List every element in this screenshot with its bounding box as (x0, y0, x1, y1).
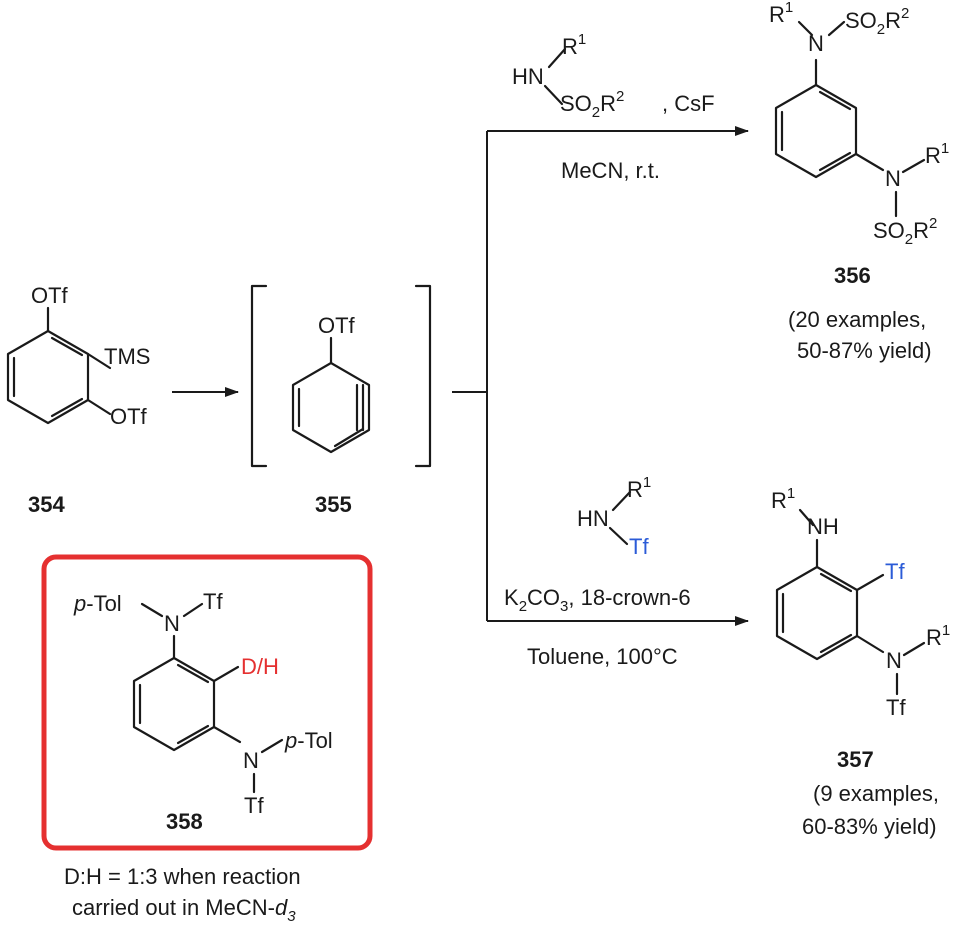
svg-text:Tf: Tf (886, 695, 906, 720)
otf-top-label: OTf (31, 283, 69, 308)
compound-355: OTf 355 (250, 284, 432, 517)
tms-label: TMS (104, 344, 150, 369)
yield-357: 60-83% yield) (802, 814, 937, 839)
compound-number-358: 358 (166, 809, 203, 834)
bracket-left (250, 284, 268, 468)
svg-text:N: N (885, 166, 901, 191)
dh-ratio-note: D:H = 1:3 when reaction (64, 864, 301, 889)
svg-text:N: N (243, 748, 259, 773)
ring-357 (775, 565, 859, 661)
p-tol-top: p-Tol (73, 591, 122, 616)
dh-label: D/H (241, 654, 279, 679)
svg-text:R1: R1 (771, 485, 795, 513)
highlight-box (41, 554, 373, 851)
otf-label: OTf (318, 313, 356, 338)
compound-358-box: N p-Tol Tf D/H N p-Tol Tf 358 (41, 554, 373, 851)
otf-bottom-label: OTf (110, 404, 148, 429)
bracket-right (414, 284, 432, 468)
svg-text:R1: R1 (926, 622, 950, 650)
ring-354 (6, 329, 90, 425)
ring-356 (774, 83, 858, 179)
svg-text:N: N (808, 31, 824, 56)
examples-357: (9 examples, (813, 781, 939, 806)
reagent-sulfonamide: HN R1 SO2R2 , CsF (512, 31, 715, 121)
ring-358 (132, 656, 216, 752)
svg-text:HN: HN (512, 64, 544, 89)
bottom-solvent: Toluene, 100°C (527, 644, 678, 669)
svg-text:Tf: Tf (203, 589, 223, 614)
compound-number-354: 354 (28, 492, 65, 517)
svg-text:Tf: Tf (244, 793, 264, 818)
svg-text:N: N (886, 648, 902, 673)
compound-354: OTf TMS OTf 354 (6, 283, 150, 517)
tf-blue-product: Tf (885, 559, 905, 584)
tf-blue-reagent: Tf (629, 534, 649, 559)
examples-356: (20 examples, (788, 307, 926, 332)
svg-text:SO2R2: SO2R2 (560, 88, 624, 121)
reagent-triflamide: HN R1 Tf (577, 474, 651, 559)
svg-text:R1: R1 (769, 0, 793, 27)
svg-text:R1: R1 (925, 140, 949, 168)
svg-text:R1: R1 (627, 474, 651, 502)
top-reagent-csf: , CsF (662, 91, 715, 116)
yield-356: 50-87% yield) (797, 338, 932, 363)
svg-text:SO2R2: SO2R2 (873, 215, 937, 248)
top-solvent: MeCN, r.t. (561, 158, 660, 183)
ring-355 (291, 361, 371, 454)
svg-text:SO2R2: SO2R2 (845, 5, 909, 38)
compound-number-356: 356 (834, 263, 871, 288)
compound-number-355: 355 (315, 492, 352, 517)
svg-text:N: N (164, 611, 180, 636)
compound-356: N R1 SO2R2 N R1 SO2R2 356 (20 examples, … (769, 0, 949, 363)
nh-label: NH (807, 514, 839, 539)
svg-text:R1: R1 (562, 31, 586, 59)
solvent-note: carried out in MeCN-d3 (72, 895, 296, 925)
compound-357: R1 NH Tf N R1 Tf 357 (9 examples, 60-83%… (771, 485, 950, 839)
svg-text:HN: HN (577, 506, 609, 531)
bottom-base: K2CO3, 18-crown-6 (504, 585, 691, 615)
compound-number-357: 357 (837, 747, 874, 772)
p-tol-bottom: p-Tol (284, 728, 333, 753)
